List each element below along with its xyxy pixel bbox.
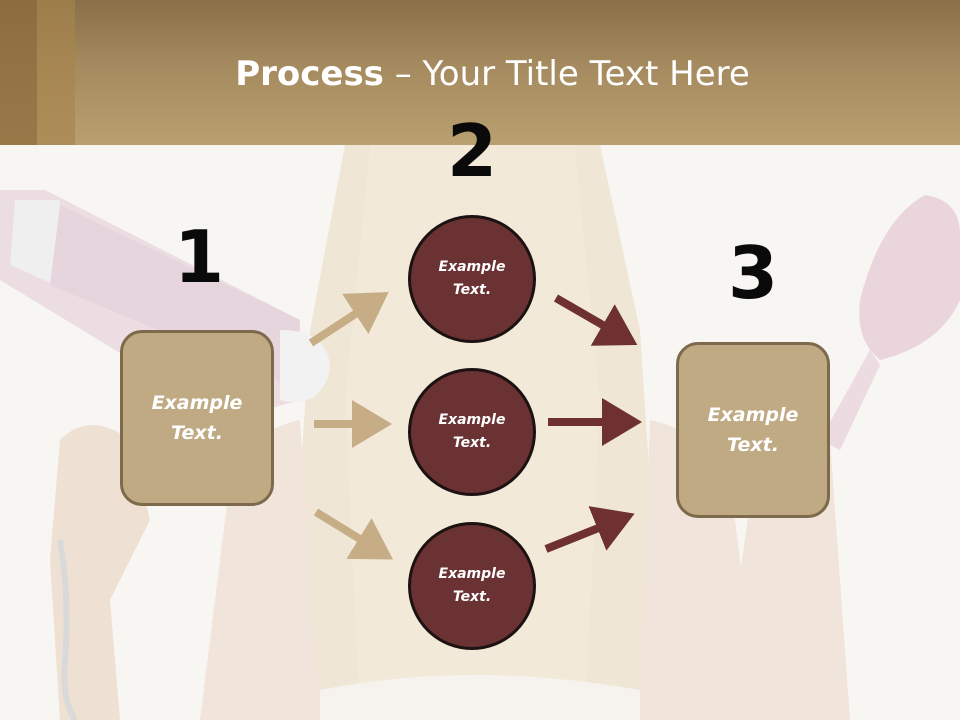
step-1-text: Example Text. [151,392,243,444]
arrow-1-to-2c [313,508,394,560]
step-2-circle-bottom[interactable]: Example Text. [408,522,536,650]
step-2-text-bottom: Example Text. [438,566,506,605]
arrow-2a-to-3 [553,294,638,346]
step-2-circle-middle[interactable]: Example Text. [408,368,536,496]
step-number-2: 2 [446,109,498,193]
step-number-3: 3 [727,231,779,315]
step-1-box[interactable]: Example Text. [120,330,274,506]
slide-title[interactable]: Process – Your Title Text Here [0,52,960,96]
step-2-text-top: Example Text. [438,259,506,298]
arrow-1-to-2a [308,292,389,347]
step-2-circle-top[interactable]: Example Text. [408,215,536,343]
header-accent-band [0,0,37,145]
header-bar [0,0,960,145]
header-accent-band [37,0,75,145]
step-number-1: 1 [173,215,225,299]
arrow-2c-to-3 [544,506,635,553]
step-3-text: Example Text. [707,404,799,456]
step-3-box[interactable]: Example Text. [676,342,830,518]
title-bold: Process [235,54,384,94]
step-2-text-middle: Example Text. [438,412,506,451]
title-rest: – Your Title Text Here [383,54,750,94]
